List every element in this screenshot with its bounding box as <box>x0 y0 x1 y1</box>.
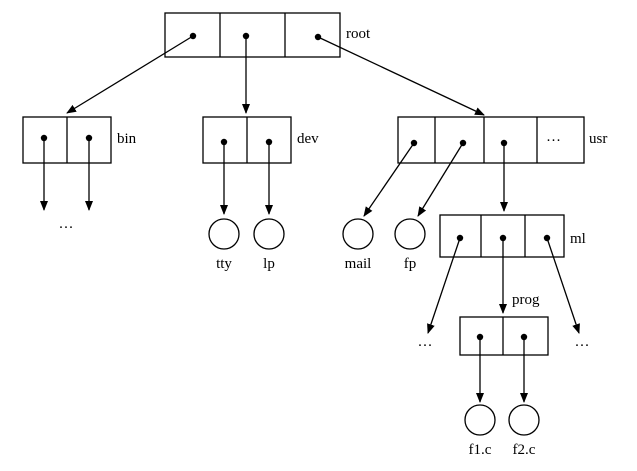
leaf-mail <box>342 218 374 250</box>
leaf-label-mail: mail <box>345 256 372 272</box>
bin-node <box>22 116 112 164</box>
arrow-usr-mail <box>363 142 415 217</box>
ml-label: ml <box>570 231 586 247</box>
pointer-dots <box>40 32 551 341</box>
leaf-f1c <box>464 404 496 436</box>
leaf-f2c <box>508 404 540 436</box>
leaf-fp <box>394 218 426 250</box>
pointer-arrows <box>40 35 580 403</box>
leaf-label-f1c: f1.c <box>469 442 492 458</box>
leaf-label-tty: tty <box>216 256 232 272</box>
leaf-tty <box>208 218 240 250</box>
arrow-ml-right <box>546 237 580 334</box>
leaf-label-f2c: f2.c <box>513 442 536 458</box>
root-label: root <box>346 26 371 42</box>
arrow-root-bin <box>66 35 194 114</box>
ml-left-ellipsis: ··· <box>418 338 433 354</box>
usr-label: usr <box>589 131 607 147</box>
arrow-usr-fp <box>417 142 464 217</box>
arrow-ml-left <box>427 237 461 334</box>
leaf-label-lp: lp <box>263 256 275 272</box>
bin-label: bin <box>117 131 137 147</box>
arrow-root-usr <box>317 36 485 116</box>
leaf-nodes <box>208 218 540 436</box>
usr-node <box>397 116 585 164</box>
dev-node <box>202 116 292 164</box>
dev-label: dev <box>297 131 319 147</box>
prog-node <box>459 316 549 356</box>
leaf-label-fp: fp <box>404 256 417 272</box>
bin-ellipsis: ··· <box>59 220 74 236</box>
ml-right-ellipsis: ··· <box>575 338 590 354</box>
prog-label: prog <box>512 292 540 308</box>
leaf-lp <box>253 218 285 250</box>
usr-ellipsis-cell: ··· <box>546 133 561 149</box>
